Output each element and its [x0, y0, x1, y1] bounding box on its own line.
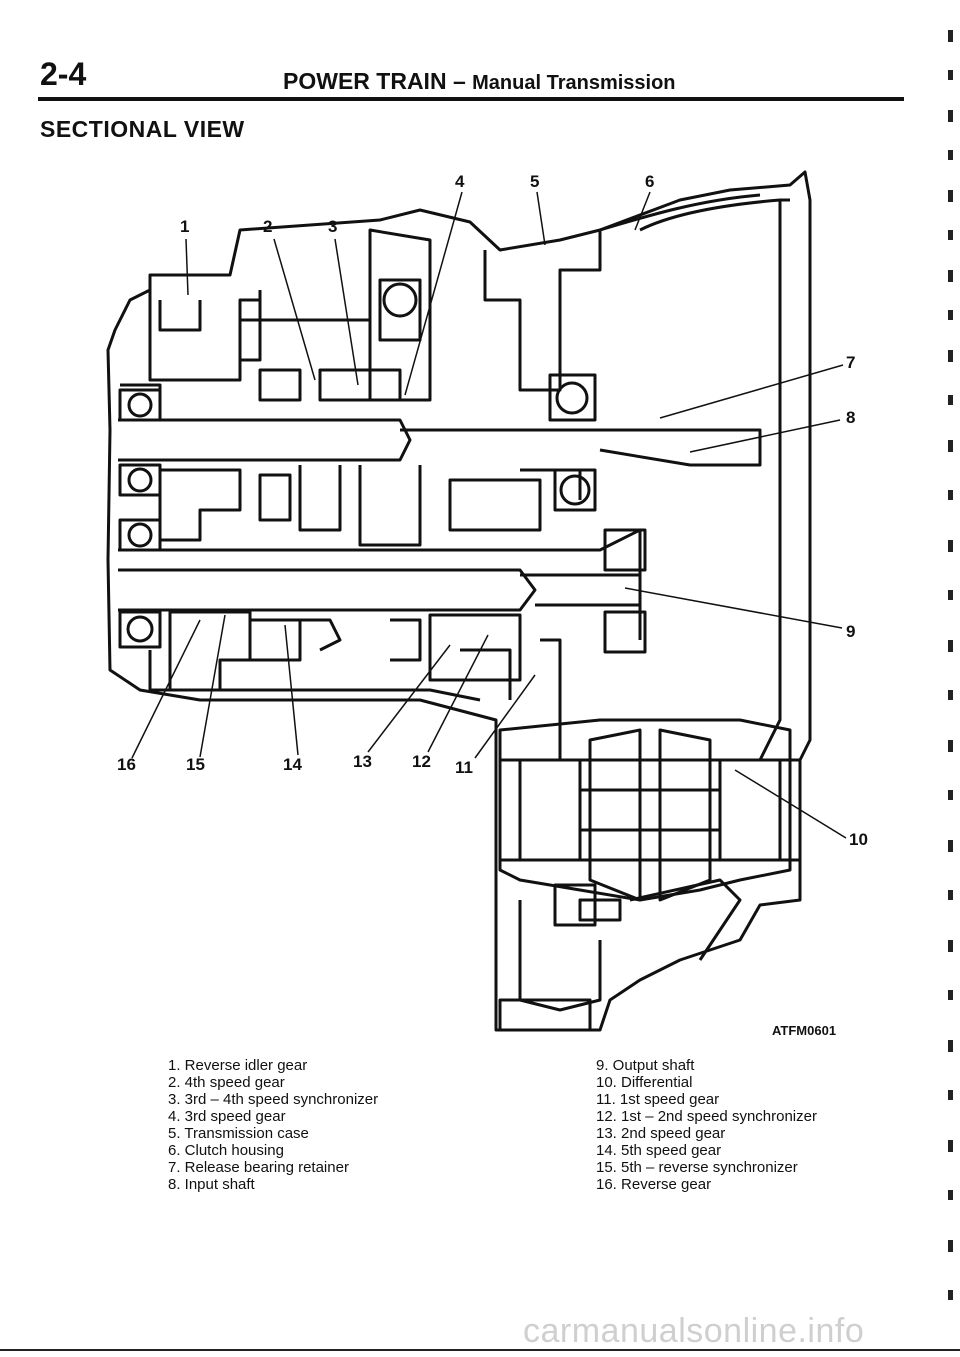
header-title-main: POWER TRAIN – [283, 68, 473, 94]
page-header-title: POWER TRAIN – Manual Transmission [283, 68, 676, 95]
bottom-rule [0, 1349, 960, 1351]
legend-right-column: 9. Output shaft 10. Differential 11. 1st… [596, 1057, 817, 1193]
legend-item: 4. 3rd speed gear [168, 1108, 286, 1125]
section-title: SECTIONAL VIEW [40, 116, 245, 142]
callout-9: 9 [846, 622, 855, 641]
legend-item: 8. Input shaft [168, 1176, 255, 1193]
callout-16: 16 [117, 755, 136, 774]
callout-10: 10 [849, 830, 868, 849]
diagram-callouts: 1 2 3 4 5 6 7 8 9 10 11 12 13 14 15 16 [117, 172, 868, 849]
legend-item: 6. Clutch housing [168, 1142, 284, 1159]
callout-12: 12 [412, 752, 431, 771]
callout-11: 11 [455, 758, 473, 777]
legend-item: 10. Differential [596, 1074, 693, 1091]
legend-item: 7. Release bearing retainer [168, 1159, 349, 1176]
figure-id: ATFM0601 [772, 1023, 837, 1038]
legend-item: 16. Reverse gear [596, 1176, 712, 1193]
callout-6: 6 [645, 172, 654, 191]
header-rule [38, 97, 904, 101]
callout-1: 1 [180, 217, 189, 236]
legend-item: 15. 5th – reverse synchronizer [596, 1159, 798, 1176]
binder-edge-marks [948, 30, 953, 1300]
legend-item: 3. 3rd – 4th speed synchronizer [168, 1091, 379, 1108]
legend-item: 14. 5th speed gear [596, 1142, 722, 1159]
legend-item: 13. 2nd speed gear [596, 1125, 726, 1142]
callout-7: 7 [846, 353, 855, 372]
callout-14: 14 [283, 755, 302, 774]
legend-item: 12. 1st – 2nd speed synchronizer [596, 1108, 817, 1125]
callout-4: 4 [455, 172, 465, 191]
legend-item: 9. Output shaft [596, 1057, 695, 1074]
callout-8: 8 [846, 408, 855, 427]
legend-left-column: 1. Reverse idler gear 2. 4th speed gear … [168, 1057, 378, 1193]
legend-item: 11. 1st speed gear [596, 1091, 720, 1108]
legend-item: 2. 4th speed gear [168, 1074, 285, 1091]
header-title-sub: Manual Transmission [472, 72, 676, 94]
legend-item: 5. Transmission case [168, 1125, 309, 1142]
page-number: 2-4 [40, 56, 87, 92]
callout-13: 13 [353, 752, 372, 771]
callout-5: 5 [530, 172, 539, 191]
callout-15: 15 [186, 755, 205, 774]
legend-item: 1. Reverse idler gear [168, 1057, 308, 1074]
watermark-text: carmanualsonline.info [523, 1312, 865, 1350]
callout-3: 3 [328, 217, 337, 236]
callout-2: 2 [263, 217, 272, 236]
